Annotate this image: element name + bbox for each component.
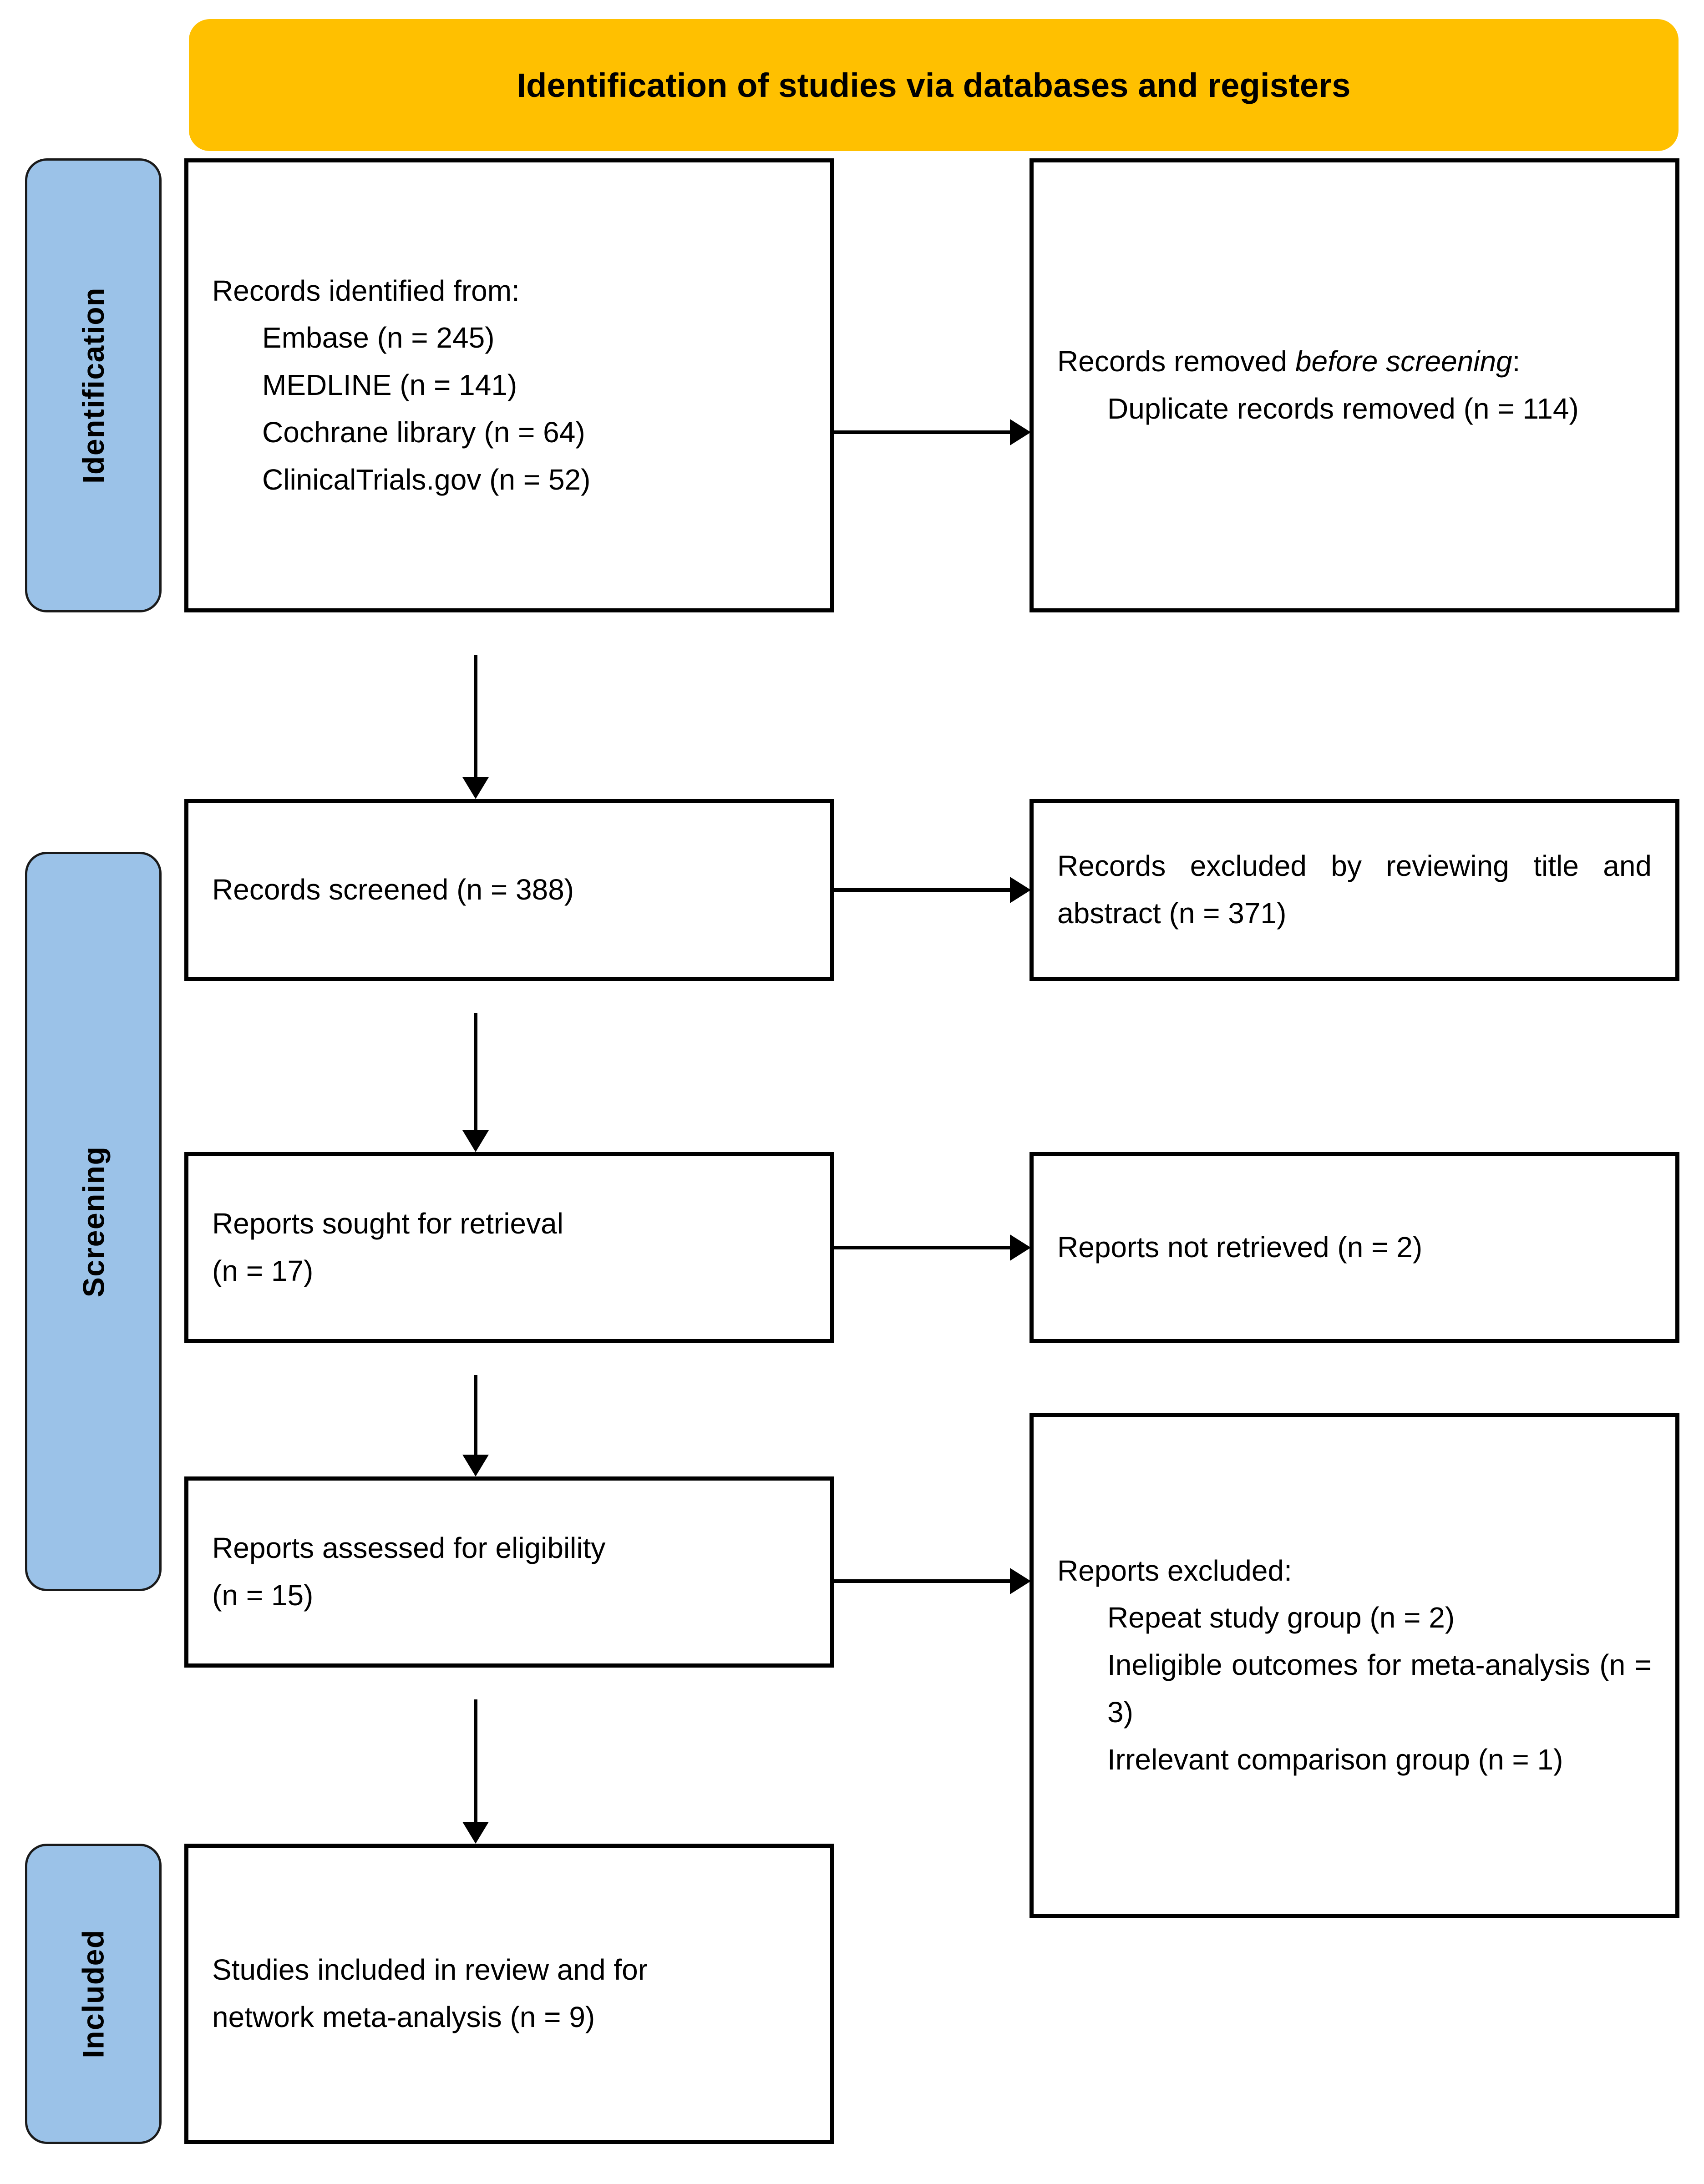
stage-screening-text: Screening	[76, 1146, 111, 1297]
records-removed-heading-lead: Records removed	[1057, 345, 1295, 378]
box-records-identified: Records identified from: Embase (n = 245…	[184, 158, 834, 612]
stage-included-text: Included	[76, 1929, 110, 2058]
reports-assessed-line2: (n = 15)	[212, 1579, 314, 1612]
box-records-excluded-screening: Records excluded by reviewing title and …	[1030, 799, 1679, 981]
box-reports-not-retrieved: Reports not retrieved (n = 2)	[1030, 1152, 1679, 1343]
arrow-sought-to-assessed-icon	[455, 1375, 496, 1476]
source-medline: MEDLINE (n = 141)	[262, 369, 517, 402]
stage-label-screening: Screening	[25, 852, 162, 1591]
box-records-screened: Records screened (n = 388)	[184, 799, 834, 981]
arrow-screened-to-sought-icon	[455, 1013, 496, 1152]
stage-identification-text: Identification	[76, 287, 111, 484]
box-records-removed: Records removed before screening: Duplic…	[1030, 158, 1679, 612]
arrow-identified-to-screened-icon	[455, 655, 496, 799]
arrow-identified-to-removed-icon	[834, 412, 1031, 453]
box-reports-excluded: Reports excluded: Repeat study group (n …	[1030, 1413, 1679, 1918]
box-reports-sought: Reports sought for retrieval (n = 17)	[184, 1152, 834, 1343]
reports-sought-line1: Reports sought for retrieval	[212, 1207, 563, 1240]
header-banner: Identification of studies via databases …	[189, 19, 1679, 151]
stage-label-included: Included	[25, 1844, 162, 2144]
source-clinicaltrials: ClinicalTrials.gov (n = 52)	[262, 463, 591, 496]
stage-label-identification: Identification	[25, 158, 162, 612]
arrow-assessed-to-excluded-icon	[834, 1561, 1031, 1602]
duplicate-records-removed: Duplicate records removed (n = 114)	[1107, 392, 1579, 425]
exclusion-reason-repeat-study-group: Repeat study group (n = 2)	[1107, 1601, 1455, 1634]
records-screened-text: Records screened (n = 388)	[212, 873, 574, 906]
arrow-sought-to-not-retrieved-icon	[834, 1227, 1031, 1268]
source-cochrane: Cochrane library (n = 64)	[262, 415, 585, 449]
page-title: Identification of studies via databases …	[517, 66, 1351, 104]
box-studies-included: Studies included in review and for netwo…	[184, 1844, 834, 2144]
reports-sought-line2: (n = 17)	[212, 1254, 314, 1287]
arrow-screened-to-excluded-icon	[834, 870, 1031, 910]
reports-excluded-heading: Reports excluded:	[1057, 1554, 1292, 1587]
exclusion-reason-ineligible-outcomes: Ineligible outcomes for meta-analysis (n…	[1107, 1648, 1652, 1729]
records-removed-heading: Records removed before screening:	[1057, 338, 1652, 385]
studies-included-line1: Studies included in review and for	[212, 1953, 648, 1987]
records-excluded-screening-text: Records excluded by reviewing title and …	[1057, 849, 1652, 930]
records-removed-heading-tail: :	[1512, 345, 1521, 378]
exclusion-reason-irrelevant-comparison: Irrelevant comparison group (n = 1)	[1107, 1743, 1563, 1776]
box-reports-assessed: Reports assessed for eligibility (n = 15…	[184, 1476, 834, 1668]
source-embase: Embase (n = 245)	[262, 321, 495, 354]
arrow-assessed-to-included-icon	[455, 1699, 496, 1844]
reports-assessed-line1: Reports assessed for eligibility	[212, 1532, 606, 1565]
reports-not-retrieved-text: Reports not retrieved (n = 2)	[1057, 1231, 1423, 1264]
studies-included-line2: network meta-analysis (n = 9)	[212, 2001, 595, 2033]
records-removed-heading-emphasis: before screening	[1295, 345, 1512, 378]
records-identified-heading: Records identified from:	[212, 274, 520, 307]
